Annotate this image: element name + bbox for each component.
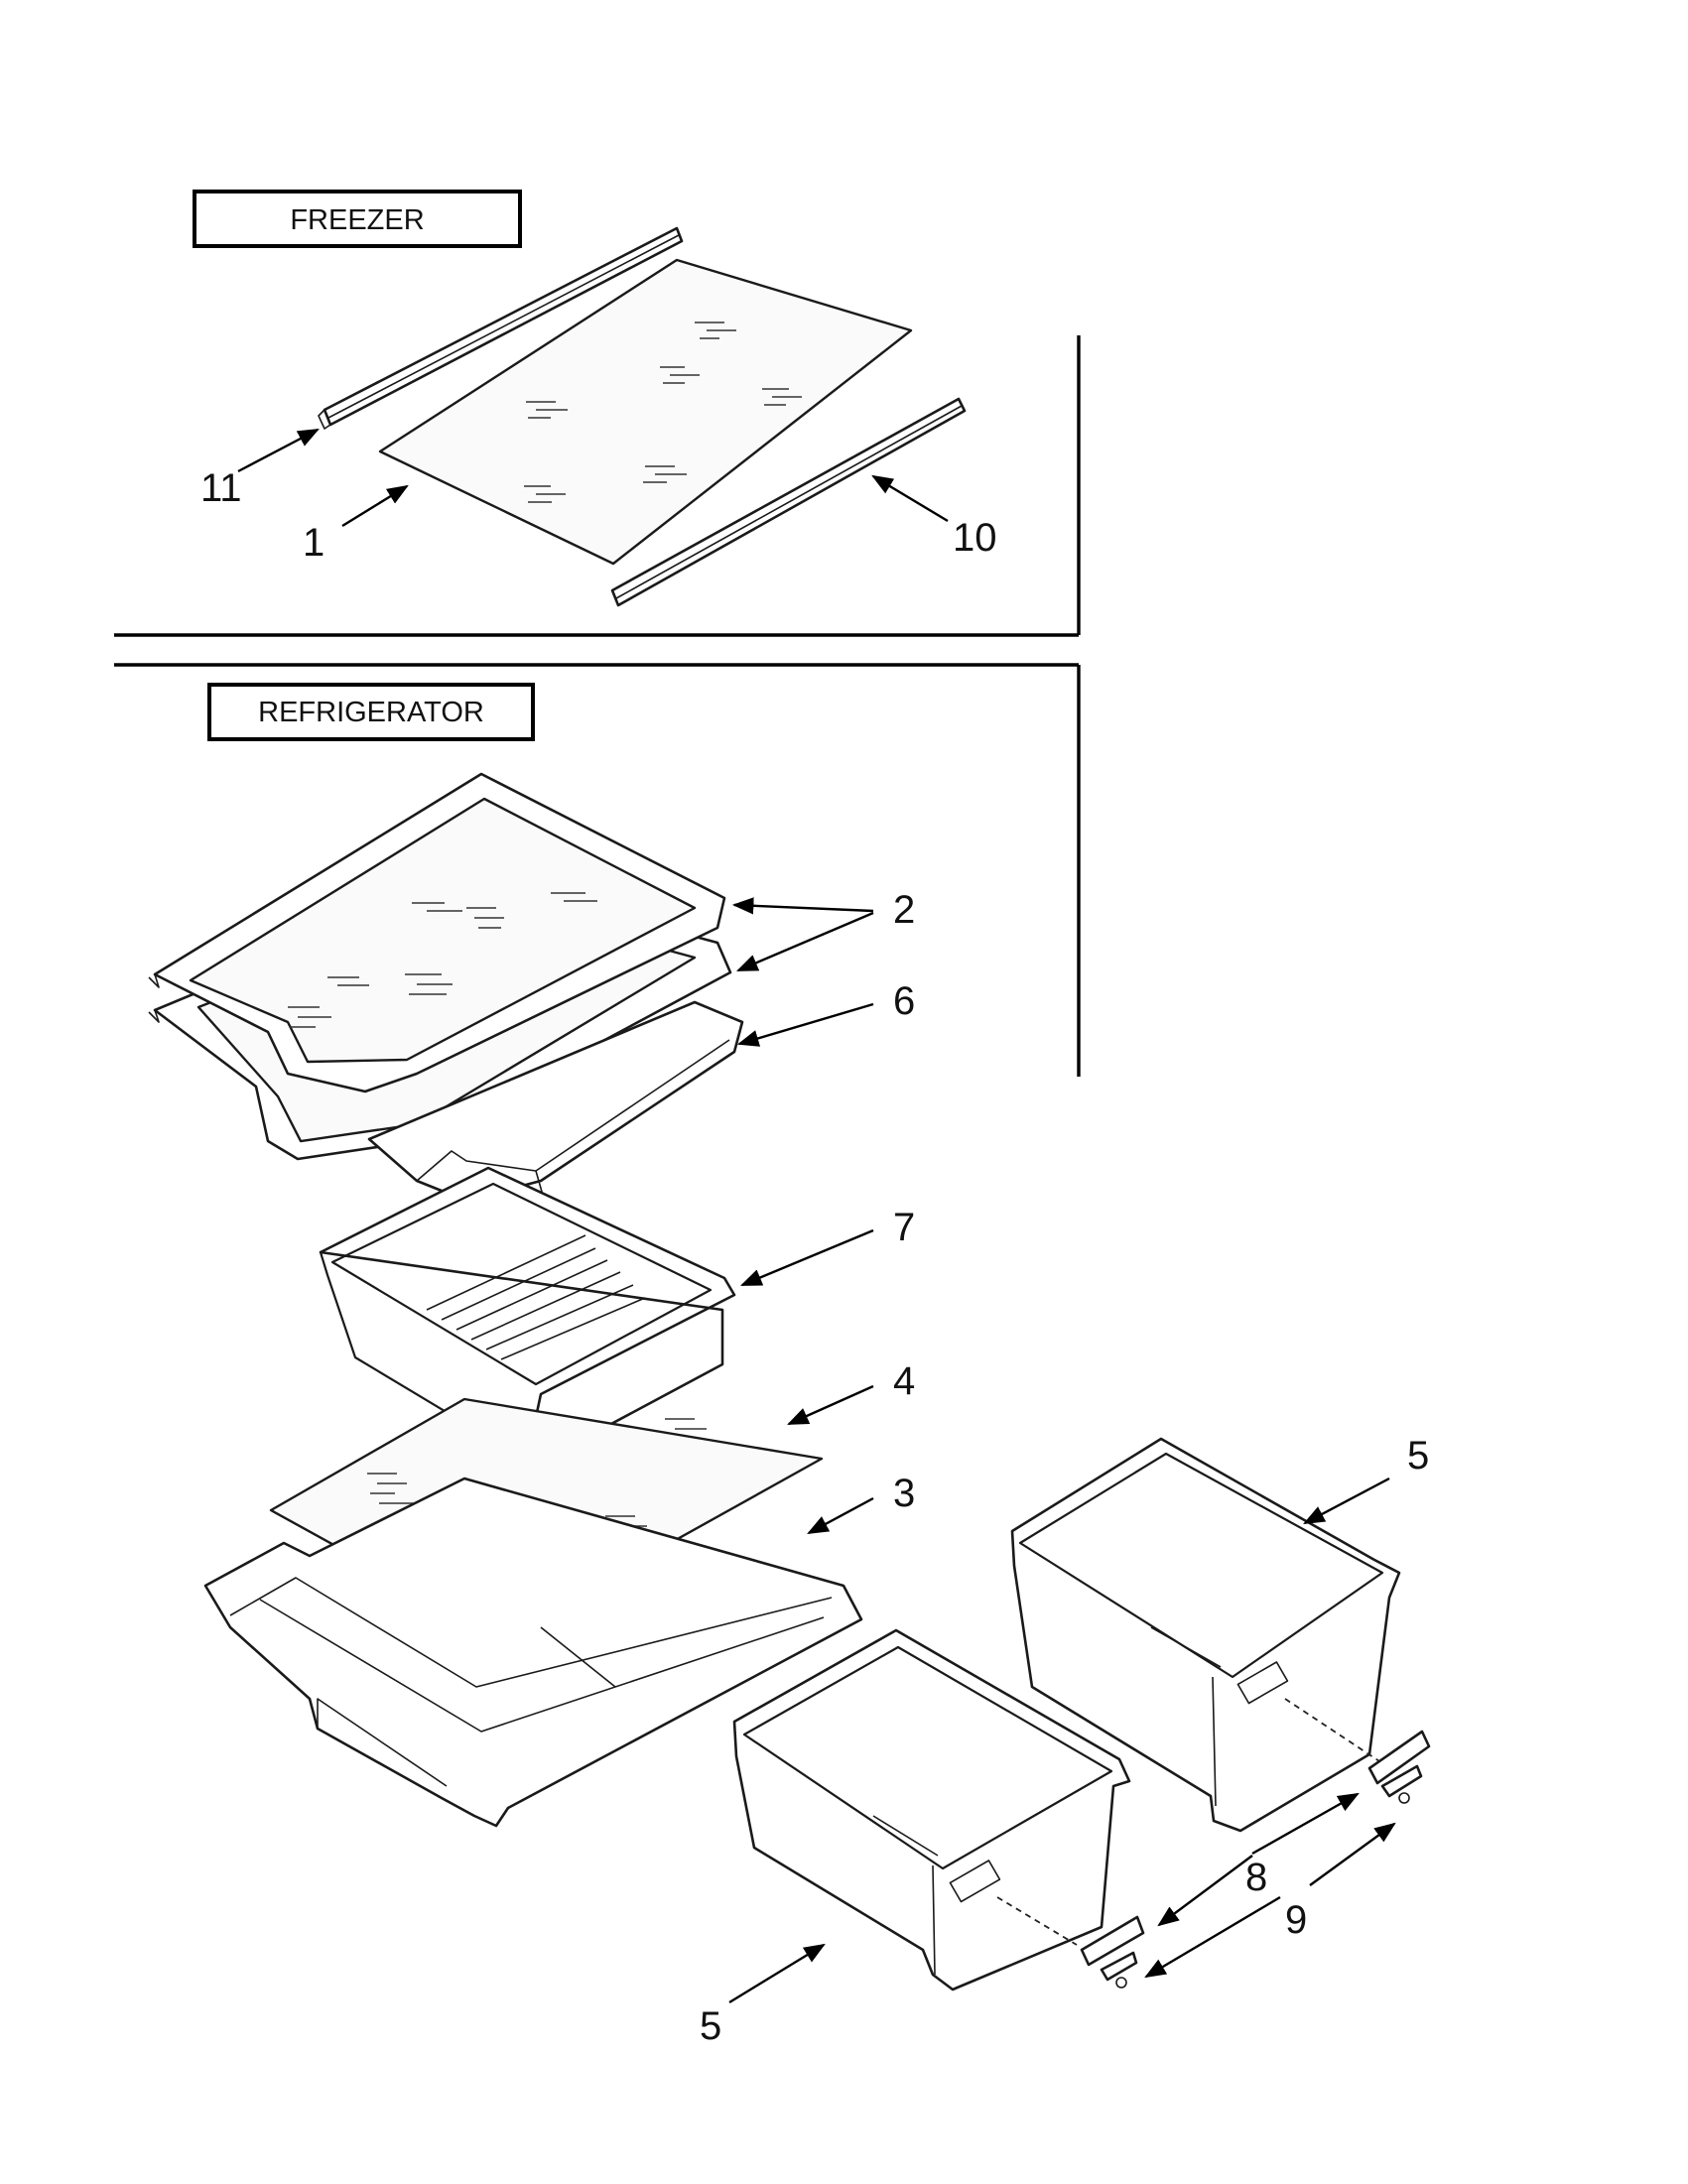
crisper-drawer-5-left bbox=[732, 1628, 1131, 1991]
crisper-cover-3 bbox=[203, 1477, 863, 1828]
callout-8: 8 bbox=[1245, 1856, 1267, 1899]
meat-pan-7 bbox=[319, 1166, 736, 1476]
callout-11: 11 bbox=[200, 466, 242, 510]
freezer-rail-11 bbox=[318, 226, 684, 430]
callout-5-right: 5 bbox=[1407, 1434, 1429, 1477]
callout-5-left: 5 bbox=[700, 2004, 721, 2048]
freezer-title: FREEZER bbox=[290, 204, 424, 236]
refrigerator-title-box: REFRIGERATOR bbox=[207, 683, 535, 741]
callout-3: 3 bbox=[893, 1472, 915, 1515]
callout-labels: 11 1 10 2 6 7 4 3 5 5 8 9 bbox=[200, 466, 1429, 2048]
clip-set-right bbox=[1284, 1698, 1431, 1804]
callout-2: 2 bbox=[893, 888, 915, 932]
refrigerator-shelf-2-upper bbox=[148, 772, 726, 1093]
freezer-title-box: FREEZER bbox=[193, 190, 522, 248]
callout-9: 9 bbox=[1285, 1898, 1307, 1942]
freezer-section-border bbox=[114, 335, 1081, 637]
refrigerator-title: REFRIGERATOR bbox=[258, 697, 484, 728]
callout-6: 6 bbox=[893, 979, 915, 1023]
refrigerator-section-border bbox=[114, 663, 1081, 1077]
callout-4: 4 bbox=[893, 1359, 915, 1403]
crisper-frame-6 bbox=[367, 1000, 744, 1203]
callout-7: 7 bbox=[893, 1206, 915, 1249]
callout-1: 1 bbox=[303, 521, 325, 565]
crisper-drawer-5-right bbox=[1010, 1437, 1401, 1833]
freezer-glass-shelf-1 bbox=[378, 258, 913, 566]
callout-10: 10 bbox=[953, 516, 997, 560]
freezer-rail-10 bbox=[610, 397, 967, 607]
callout-arrows bbox=[237, 428, 1396, 2004]
clip-set-left bbox=[996, 1896, 1145, 1989]
